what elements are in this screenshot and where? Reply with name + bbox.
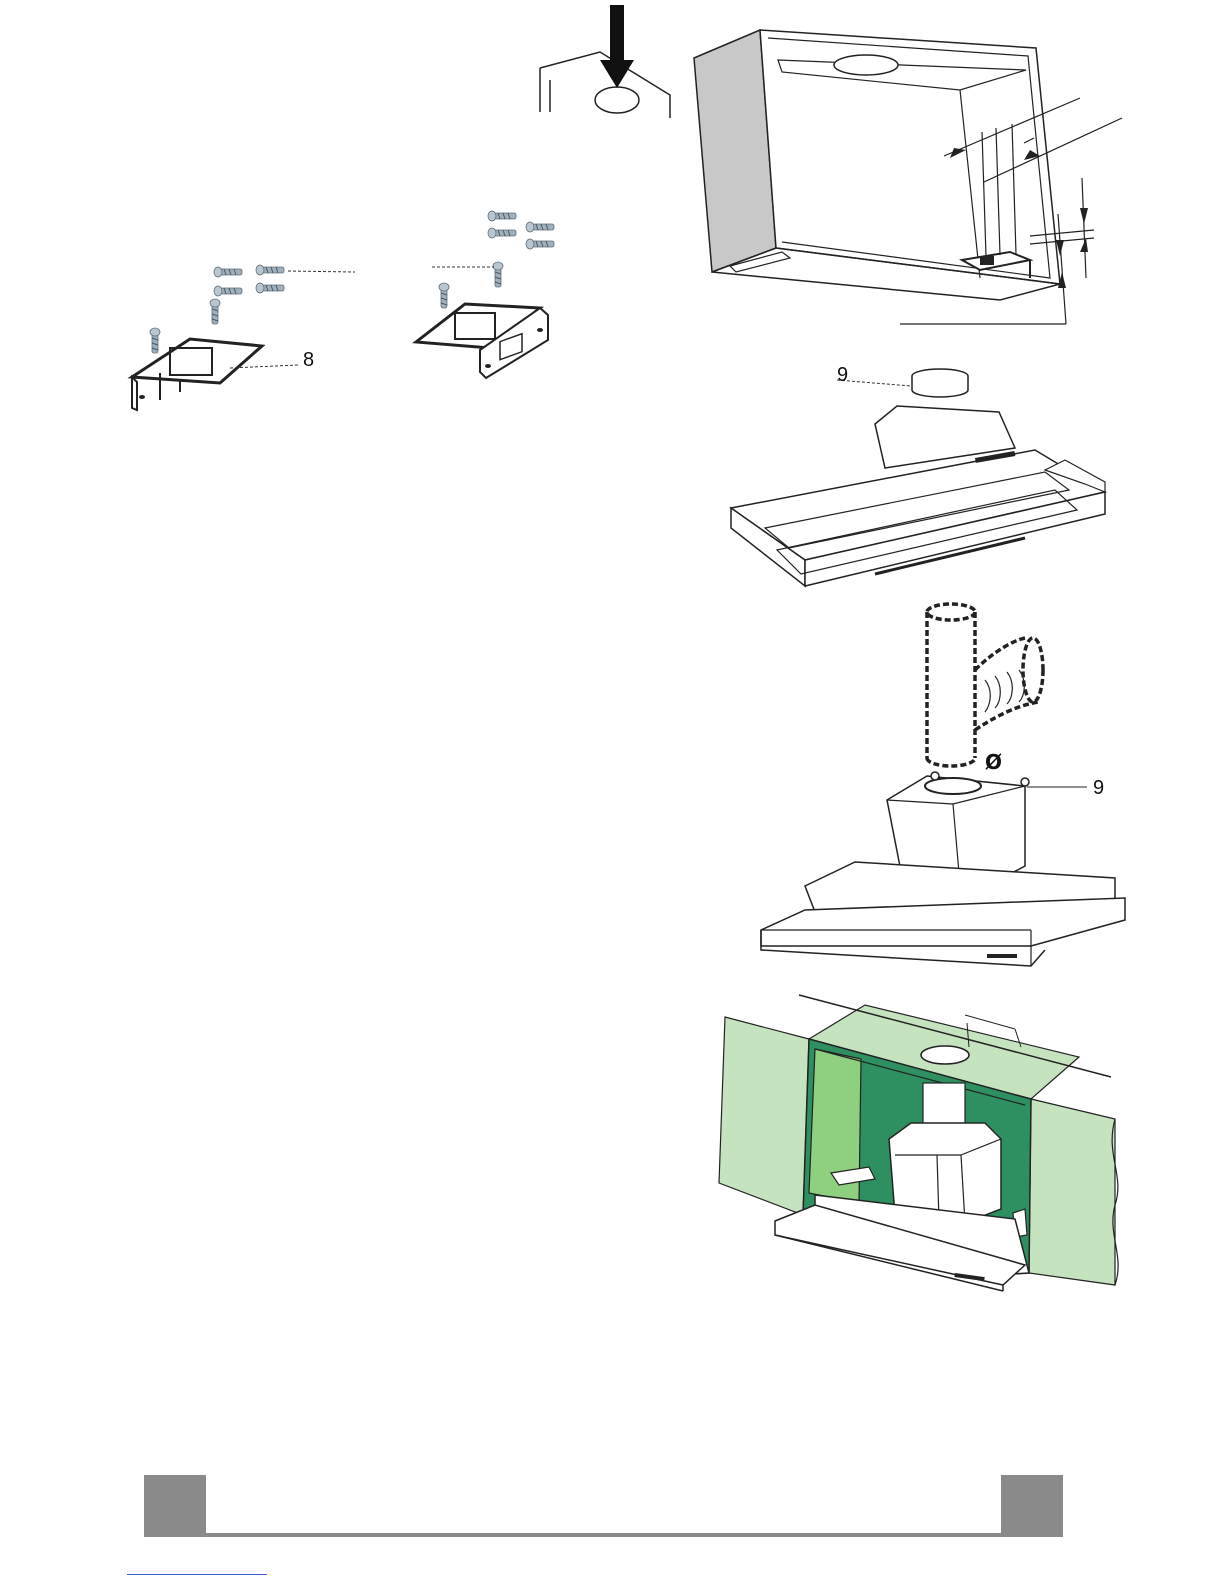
screw-icon [214,286,242,296]
bracket-right [416,304,548,378]
adapter-part-label-bottom: 9 [1093,778,1104,798]
screw-icon [256,265,284,275]
screw-icon [526,239,554,249]
screw-icon [488,211,516,221]
screw-icon [214,267,242,277]
page-footer [144,1475,1063,1537]
mounting-brackets-figure [120,200,580,420]
footer-rule [144,1533,1063,1537]
wall-cabinet-figure [690,20,1130,330]
hood-with-adapter-figure [725,360,1115,605]
footer-tab-right [1001,1475,1063,1535]
screw-icon [256,283,284,293]
screw-icon [150,328,160,353]
cabinet-top-hole-figure [530,0,680,120]
installed-hood-figure [715,995,1125,1300]
screw-icon [526,222,554,232]
screw-icon [488,228,516,238]
screw-icon [493,262,503,287]
down-arrow-icon [600,5,634,88]
duct-connection-figure [755,600,1135,970]
screw-icon [210,299,220,324]
bracket-left [132,339,262,410]
bracket-part-label: 8 [303,350,314,370]
footer-tab-left [144,1475,206,1535]
adapter-part-label-top: 9 [837,365,848,385]
diameter-symbol: Ø [985,752,1002,772]
screw-icon [439,283,449,308]
bottom-link-rule [127,1574,267,1575]
